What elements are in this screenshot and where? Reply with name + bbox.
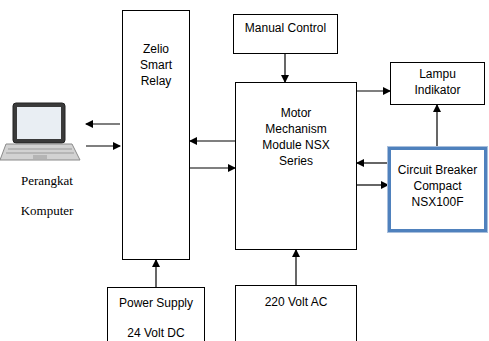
power-box: Power Supply 24 Volt DC — [107, 287, 205, 341]
laptop-bezel — [13, 103, 65, 143]
node-text: Motor Mechanism Module NSX Series — [256, 105, 336, 169]
device-label: Perangkat Komputer — [14, 166, 80, 226]
keyboard-row — [6, 153, 74, 154]
node-text: Power Supply 24 Volt DC — [115, 288, 197, 341]
laptop-illustration — [0, 103, 80, 160]
connector-arrow — [436, 105, 437, 147]
node-text: 220 Volt AC — [241, 294, 351, 310]
node-text: Manual Control — [238, 20, 333, 36]
relay-box: Zelio Smart Relay — [122, 10, 190, 260]
connector-arrow — [357, 184, 388, 185]
mechanism-box: Motor Mechanism Module NSX Series — [235, 82, 357, 250]
connector-arrow — [357, 90, 390, 91]
power-box: 220 Volt AC — [235, 285, 357, 341]
laptop-base — [0, 144, 80, 160]
connector-arrow — [155, 260, 156, 287]
node-text: Lampu Indikator — [408, 66, 468, 98]
breaker-box: Circuit Breaker Compact NSX100F — [388, 147, 487, 232]
control-box: Manual Control — [233, 14, 338, 54]
connector-arrow — [357, 162, 388, 163]
keyboard-row — [8, 149, 72, 150]
connector-arrow — [190, 140, 235, 141]
link-arrow — [86, 145, 120, 146]
link-arrow — [86, 123, 120, 124]
node-text: Zelio Smart Relay — [131, 41, 181, 89]
laptop-screen — [17, 107, 61, 139]
touchpad — [33, 155, 47, 159]
node-text: Circuit Breaker Compact NSX100F — [393, 162, 483, 210]
connector-arrow — [295, 250, 296, 285]
connector-arrow — [190, 167, 235, 168]
indicator-box: Lampu Indikator — [390, 62, 485, 105]
connector-arrow — [284, 54, 285, 82]
